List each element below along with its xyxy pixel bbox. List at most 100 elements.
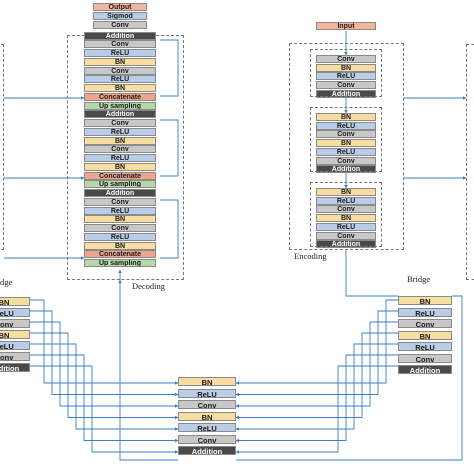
wire (345, 250, 398, 297)
wire (30, 299, 179, 385)
conv-block: Conv (316, 156, 376, 165)
relu-block: ReLU (84, 232, 156, 241)
relu-block: ReLU (316, 222, 376, 231)
addition-block: Addition (316, 165, 376, 174)
output-block: Output (93, 3, 147, 11)
conv-block: Conv (178, 400, 236, 409)
bn-block: BN (316, 139, 376, 148)
right-edge-box (466, 44, 474, 280)
concatenate-block: Concatenate (84, 171, 156, 180)
conv-block: Conv (84, 40, 156, 49)
conv-block: Conv (316, 205, 376, 214)
addition-block: Addition (84, 189, 156, 197)
addition-block: Addition (0, 363, 30, 372)
addition-block: Addition (84, 31, 156, 40)
conv-block: Conv (398, 353, 452, 363)
bn-block: BN (84, 215, 156, 224)
concatenate-block: Concatenate (84, 250, 156, 259)
relu-block: ReLU (178, 423, 236, 432)
relu-block: ReLU (316, 121, 376, 130)
wire (30, 365, 179, 454)
wire (30, 343, 179, 431)
up-sampling-block: Up sampling (84, 101, 156, 110)
encoding-dashed-box (289, 43, 404, 250)
wire (235, 299, 398, 385)
relu-block: ReLU (316, 72, 376, 81)
bn-block: BN (0, 297, 30, 306)
wire (235, 310, 398, 397)
concatenate-block: Concatenate (84, 92, 156, 101)
wire (235, 365, 398, 454)
bn-block: BN (0, 330, 30, 339)
addition-block: Addition (398, 365, 452, 374)
wire (235, 343, 398, 431)
conv-block: Conv (178, 434, 236, 444)
relu-block: ReLU (316, 147, 376, 156)
decoding-label: Decoding (132, 281, 166, 291)
encoding-residual-box (310, 49, 382, 97)
wire (235, 332, 398, 420)
wire (235, 321, 398, 408)
up-sampling-block: Up sampling (84, 259, 156, 267)
addition-block: Addition (316, 240, 376, 249)
relu-block: ReLU (178, 388, 236, 398)
relu-block: ReLU (84, 206, 156, 215)
relu-block: ReLU (316, 196, 376, 205)
conv-block: Conv (0, 352, 30, 361)
relu-block: ReLU (84, 75, 156, 84)
wire (30, 332, 179, 420)
wire (30, 321, 179, 408)
wire (30, 310, 179, 397)
relu-block: ReLU (398, 342, 452, 351)
bn-block: BN (316, 214, 376, 223)
bn-block: BN (316, 188, 376, 196)
conv-block: Conv (93, 20, 147, 29)
bn-block: BN (178, 411, 236, 421)
addition-block: Addition (316, 89, 376, 98)
conv-block: Conv (316, 81, 376, 90)
conv-block: Conv (398, 319, 452, 328)
conv-block: Conv (84, 197, 156, 206)
bn-block: BN (84, 84, 156, 92)
wire (236, 295, 463, 461)
up-sampling-block: Up sampling (84, 180, 156, 189)
bn-block: BN (178, 377, 236, 386)
input-block: Input (316, 22, 376, 30)
conv-block: Conv (316, 231, 376, 240)
wire (30, 354, 179, 443)
bridge-label: Bridge (407, 274, 431, 284)
encoding-residual-box (310, 182, 382, 247)
bn-block: BN (398, 330, 452, 340)
conv-block: Conv (84, 145, 156, 154)
addition-block: Addition (84, 110, 156, 119)
sigmod-block: Sigmod (93, 11, 147, 20)
wire (160, 199, 179, 259)
conv-block: Conv (316, 130, 376, 139)
bridge-left-label: dge (0, 277, 13, 287)
relu-block: ReLU (398, 307, 452, 317)
bn-block: BN (316, 113, 376, 121)
addition-block: Addition (178, 446, 236, 455)
conv-block: Conv (316, 55, 376, 63)
bn-block: BN (84, 136, 156, 145)
relu-block: ReLU (0, 308, 30, 317)
conv-block: Conv (84, 119, 156, 127)
relu-block: ReLU (84, 154, 156, 162)
wire (160, 119, 179, 177)
left-edge-box (0, 44, 4, 250)
relu-block: ReLU (0, 341, 30, 350)
bn-block: BN (84, 57, 156, 66)
bn-block: BN (84, 162, 156, 171)
wire (235, 354, 398, 443)
conv-block: Conv (84, 66, 156, 75)
encoding-residual-box (310, 107, 382, 172)
bn-block: BN (84, 241, 156, 250)
encoding-label: Encoding (294, 251, 327, 261)
wire (160, 39, 179, 97)
conv-block: Conv (84, 224, 156, 232)
relu-block: ReLU (84, 127, 156, 136)
bn-block: BN (316, 63, 376, 72)
conv-block: Conv (0, 319, 30, 328)
